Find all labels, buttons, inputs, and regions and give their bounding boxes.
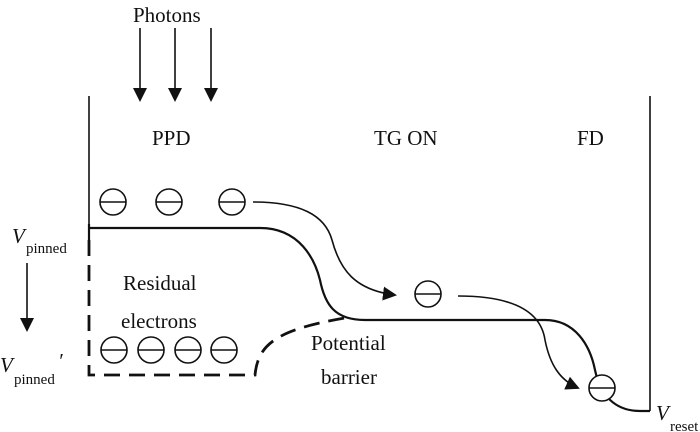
transfer-arrow-ppd-to-tg-icon	[252, 201, 397, 301]
electron-icon	[100, 336, 128, 364]
electron-icon	[414, 280, 442, 308]
ppd-electrons	[99, 188, 246, 216]
svg-text:V: V	[0, 353, 15, 377]
photons-label: Photons	[133, 3, 201, 27]
electron-icon	[137, 336, 165, 364]
svg-text:′: ′	[58, 349, 63, 373]
v-pinned-prime-label: V pinned ′	[0, 349, 63, 388]
transfer-arrow-tg-to-fd-icon	[457, 295, 580, 390]
tg-region-label: TG ON	[374, 126, 438, 150]
photon-arrows	[133, 28, 218, 102]
residual-well-dashed	[87, 240, 346, 377]
barrier-label-line1: Potential	[311, 331, 386, 355]
electron-icon	[99, 188, 127, 216]
v-pinned-label: V pinned	[12, 224, 67, 257]
electron-icon	[174, 336, 202, 364]
svg-text:V: V	[656, 401, 671, 425]
barrier-label-line2: barrier	[321, 365, 377, 389]
electron-icon	[210, 336, 238, 364]
svg-text:reset: reset	[670, 419, 699, 432]
svg-text:pinned: pinned	[26, 241, 67, 257]
electron-icon	[155, 188, 183, 216]
ppd-region-label: PPD	[152, 126, 191, 150]
electron-icon	[588, 374, 616, 402]
residual-electrons	[100, 336, 238, 364]
electron-icon	[218, 188, 246, 216]
residual-label-line2: electrons	[121, 309, 197, 333]
fd-region-label: FD	[577, 126, 604, 150]
svg-text:V: V	[12, 224, 27, 248]
svg-text:pinned: pinned	[14, 372, 55, 388]
v-reset-label: V reset	[656, 401, 699, 432]
residual-label-line1: Residual	[123, 271, 197, 295]
